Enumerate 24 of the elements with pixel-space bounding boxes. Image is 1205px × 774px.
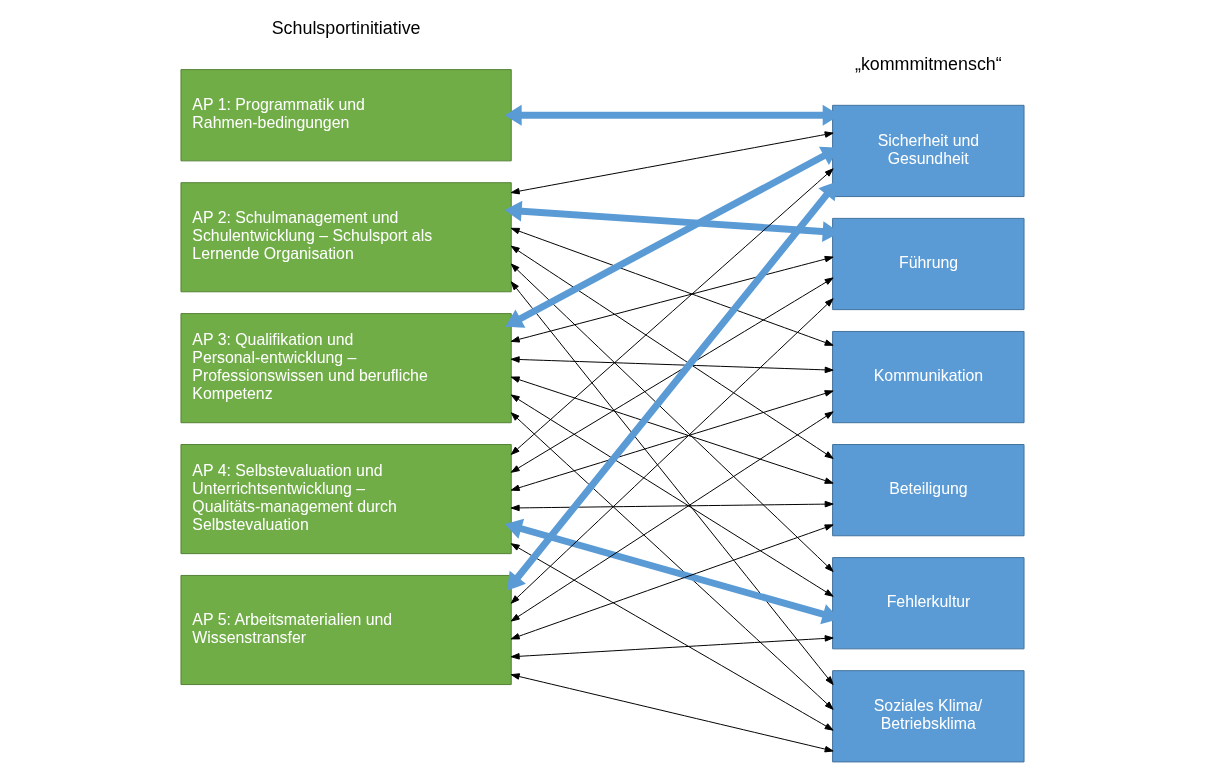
arrow bbox=[510, 281, 834, 686]
arrow bbox=[505, 146, 839, 328]
arrow bbox=[507, 181, 838, 591]
arrow bbox=[510, 255, 834, 343]
arrow bbox=[510, 245, 834, 459]
arrow bbox=[510, 131, 834, 195]
arrow bbox=[510, 543, 834, 731]
arrow bbox=[510, 394, 834, 597]
arrow bbox=[510, 356, 834, 374]
arrow bbox=[510, 298, 834, 604]
arrow bbox=[510, 673, 834, 753]
arrow bbox=[510, 635, 834, 660]
label: „kommmitmensch“ bbox=[854, 54, 1002, 75]
arrow bbox=[510, 411, 834, 622]
arrow bbox=[510, 376, 834, 484]
arrow bbox=[510, 390, 834, 491]
arrow bbox=[510, 168, 834, 455]
arrow bbox=[510, 524, 834, 640]
arrow bbox=[510, 263, 834, 572]
arrow bbox=[510, 412, 834, 710]
label: Schulsportinitiative bbox=[271, 18, 421, 39]
arrow bbox=[510, 500, 834, 512]
arrow bbox=[510, 227, 834, 346]
arrow bbox=[510, 277, 834, 473]
